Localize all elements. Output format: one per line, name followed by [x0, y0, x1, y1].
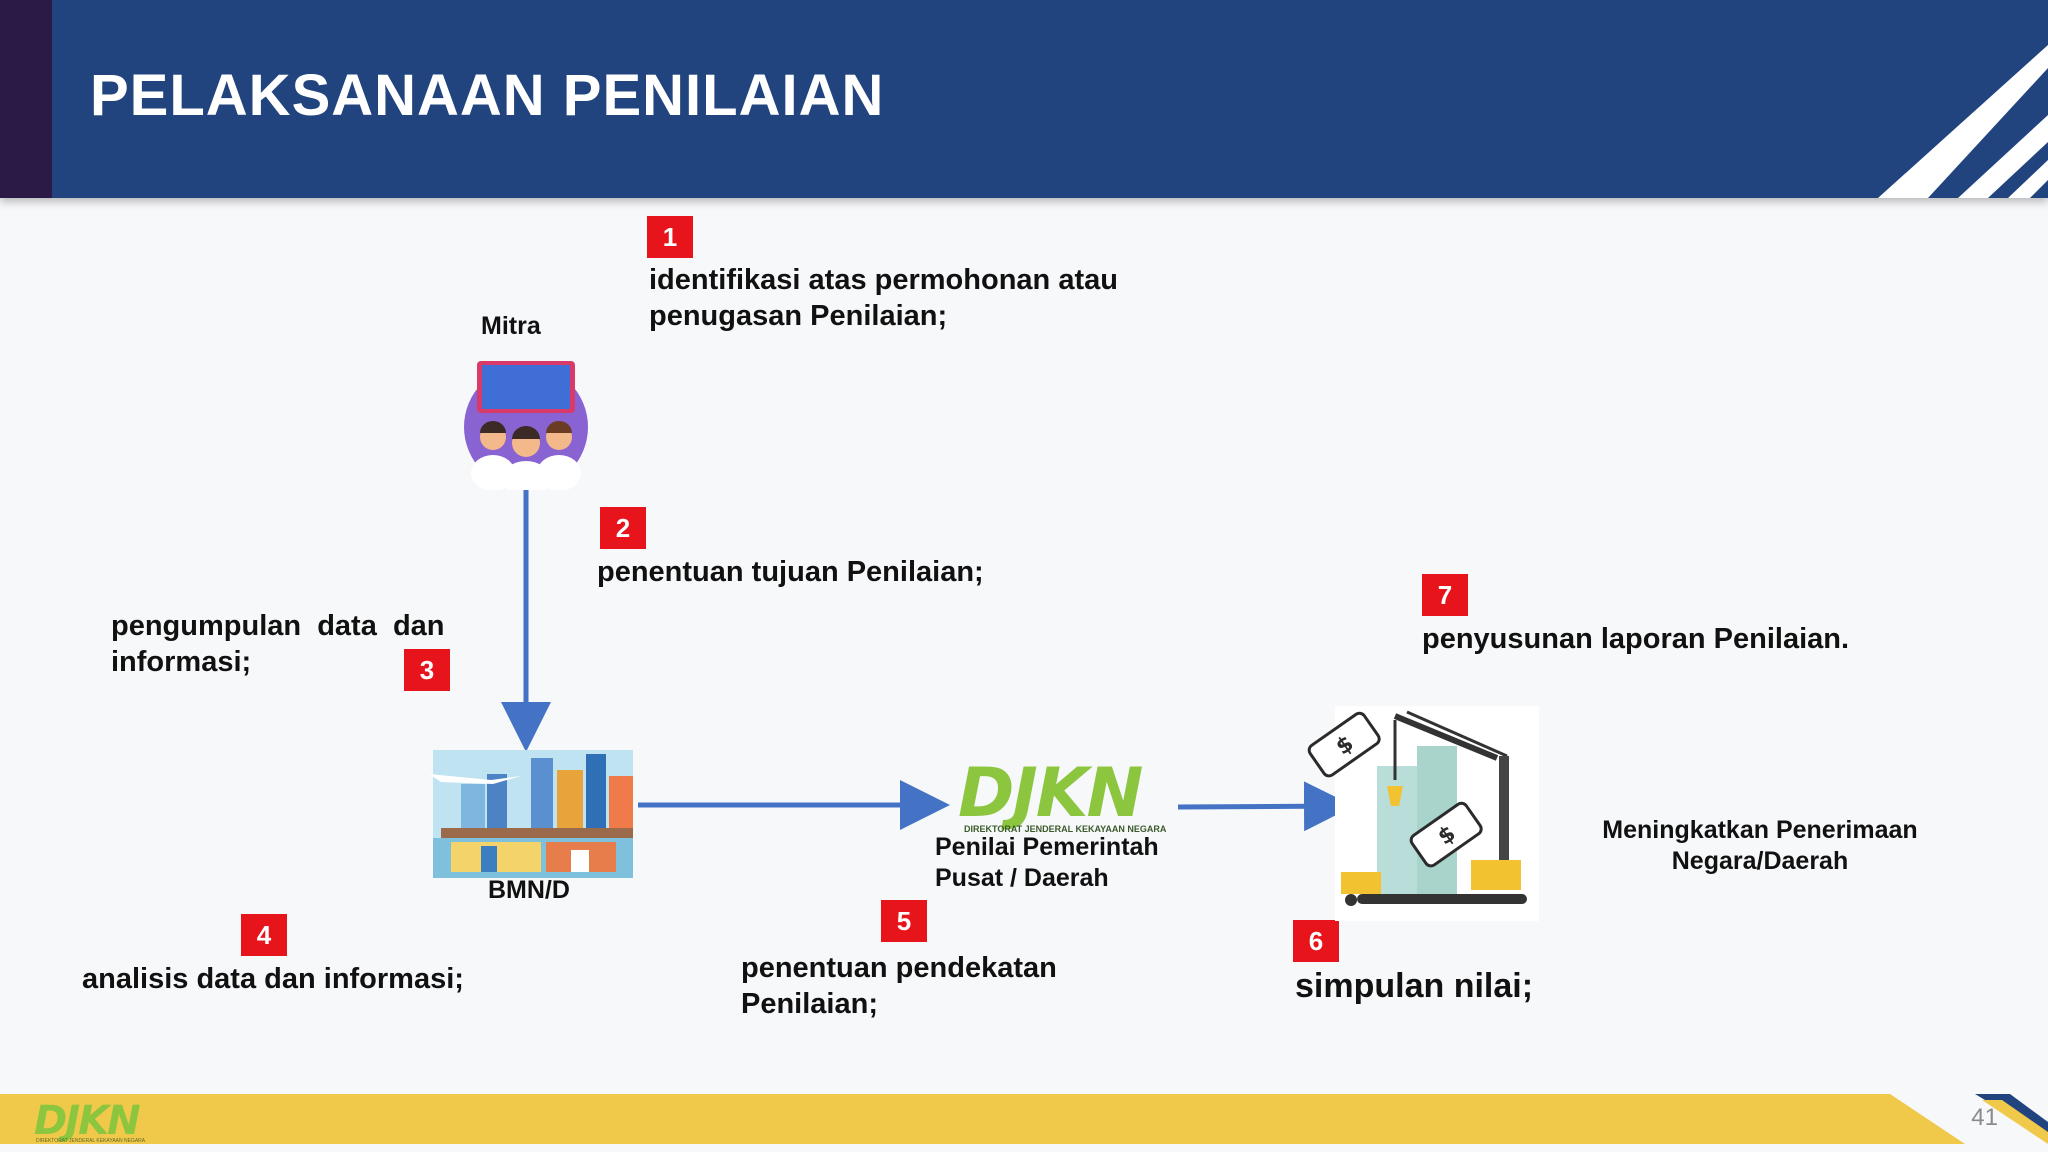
step-5-badge: 5 — [881, 900, 927, 942]
mitra-label: Mitra — [481, 312, 541, 340]
step-4-text: analisis data dan informasi; — [82, 963, 464, 995]
footer-band — [0, 1094, 2048, 1144]
step-6-badge: 6 — [1293, 920, 1339, 962]
outcome-line2: Negara/Daerah — [1671, 847, 1849, 875]
djkn-logo-subtitle: DIREKTORAT JENDERAL KEKAYAAN NEGARA — [964, 824, 1167, 834]
djkn-logo-word: DJKN — [958, 754, 1143, 833]
step-1-line1: identifikasi atas permohonan atau — [649, 264, 1118, 296]
step-6-text: simpulan nilai; — [1295, 967, 1534, 1005]
bmn-label: BMN/D — [488, 876, 570, 904]
footer-logo: DJKN — [34, 1098, 141, 1144]
outcome-line1: Meningkatkan Penerimaan — [1602, 816, 1918, 844]
header-bar: PELAKSANAAN PENILAIAN — [0, 0, 2048, 198]
penilai-line2: Pusat / Daerah — [935, 864, 1109, 892]
step-3-line2: informasi; — [111, 646, 252, 678]
step-2-text: penentuan tujuan Penilaian; — [597, 556, 984, 588]
people-monitor-icon — [464, 361, 588, 490]
penilai-line1: Penilai Pemerintah — [935, 833, 1159, 861]
step-3-badge: 3 — [404, 649, 450, 691]
city-infrastructure-icon — [429, 750, 633, 878]
step-5-text: penentuan pendekatan Penilaian; — [741, 950, 1057, 1022]
outcome-label: Meningkatkan Penerimaan Negara/Daerah — [1600, 815, 1920, 877]
step-3-text: pengumpulan data dan informasi; — [111, 608, 456, 680]
step-7-text: penyusunan laporan Penilaian. — [1422, 623, 1850, 655]
djkn-logo: DJKN DIREKTORAT JENDERAL KEKAYAAN NEGARA — [958, 754, 1178, 835]
step-1-line2: penugasan Penilaian; — [649, 300, 948, 332]
page-title: PELAKSANAAN PENILAIAN — [90, 63, 885, 128]
step-5-line1: penentuan pendekatan — [741, 952, 1057, 984]
step-7-badge: 7 — [1422, 574, 1468, 616]
step-1-badge: 1 — [647, 216, 693, 258]
step-1-text: identifikasi atas permohonan atau penuga… — [649, 262, 1118, 334]
step-5-line2: Penilaian; — [741, 988, 878, 1020]
step-2-badge: 2 — [600, 507, 646, 549]
page-number: 41 — [1971, 1104, 1998, 1131]
money-construction-icon: $ $ — [1307, 706, 1539, 921]
footer-bar: DJKN DIREKTORAT JENDERAL KEKAYAAN NEGARA… — [0, 1094, 2048, 1152]
footer-logo-subtitle: DIREKTORAT JENDERAL KEKAYAAN NEGARA — [36, 1138, 146, 1144]
header-stripes — [1878, 45, 2048, 198]
step-3-line1: pengumpulan data dan — [111, 610, 445, 642]
penilai-label: Penilai Pemerintah Pusat / Daerah — [935, 832, 1159, 894]
step-4-badge: 4 — [241, 914, 287, 956]
header-accent — [0, 0, 52, 198]
